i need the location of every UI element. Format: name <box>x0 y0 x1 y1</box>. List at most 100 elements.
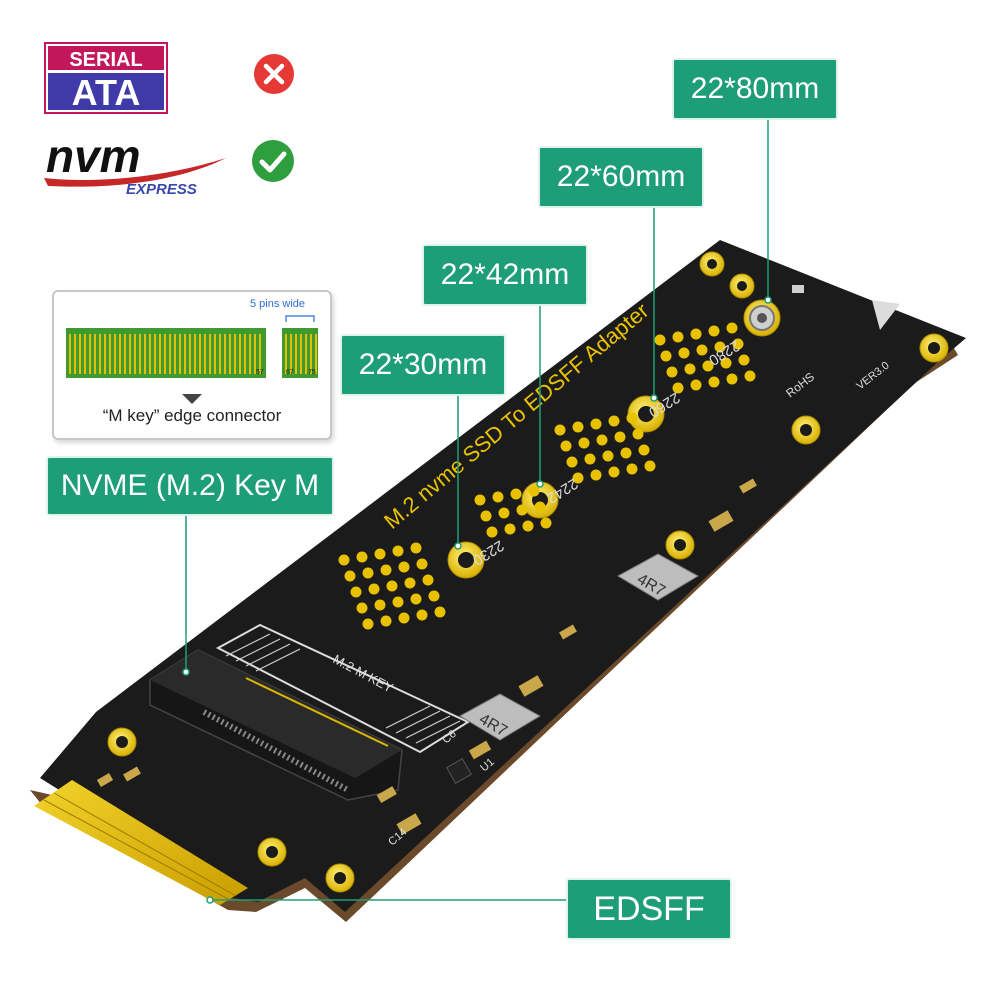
thermal-pad <box>428 590 440 602</box>
thermal-pad <box>492 491 504 503</box>
thermal-pad <box>626 412 638 424</box>
thermal-pad <box>362 618 374 630</box>
thermal-pad <box>726 322 738 334</box>
thermal-pad <box>554 424 566 436</box>
thermal-pad <box>404 577 416 589</box>
callout-2230: 22*30mm <box>340 334 506 396</box>
svg-text:57: 57 <box>256 369 264 376</box>
thermal-pad <box>374 548 386 560</box>
thermal-pad <box>504 523 516 535</box>
thermal-pad <box>474 494 486 506</box>
thermal-pad <box>590 418 602 430</box>
thermal-pad <box>392 545 404 557</box>
svg-text:EXPRESS: EXPRESS <box>126 181 197 198</box>
thermal-pad <box>422 574 434 586</box>
callout-2260: 22*60mm <box>538 146 704 208</box>
callout-2242: 22*42mm <box>422 244 588 306</box>
thermal-pad <box>678 347 690 359</box>
slot-hatching <box>225 633 461 744</box>
thermal-pad <box>714 341 726 353</box>
callout-leader-lines <box>185 118 769 901</box>
callout-2280: 22*80mm <box>672 58 838 120</box>
thermal-pad <box>720 357 732 369</box>
thermal-pad <box>410 542 422 554</box>
thermal-pad <box>738 354 750 366</box>
thermal-pad <box>374 599 386 611</box>
smd-components <box>96 285 804 835</box>
thermal-pad <box>732 338 744 350</box>
check-circle-icon <box>252 140 294 182</box>
thermal-pad <box>696 344 708 356</box>
thermal-pad <box>480 510 492 522</box>
m2-socket-top <box>150 650 402 778</box>
thermal-pad <box>368 583 380 595</box>
thermal-pad <box>572 421 584 433</box>
thermal-pad <box>602 450 614 462</box>
svg-text:75: 75 <box>308 369 316 376</box>
svg-text:67: 67 <box>286 369 294 376</box>
standoff-2280-hole <box>757 313 767 323</box>
thermal-pad <box>510 488 522 500</box>
thermal-pad <box>590 469 602 481</box>
thermal-pad <box>392 596 404 608</box>
callout-leader-dots <box>182 296 772 904</box>
svg-text:nvm: nvm <box>46 132 141 182</box>
inductor-2: 4R7 <box>616 553 700 601</box>
mounting-hole-centers <box>116 259 940 884</box>
thermal-pad <box>356 551 368 563</box>
thermal-pad <box>596 434 608 446</box>
thermal-pad <box>498 507 510 519</box>
thermal-pad <box>620 447 632 459</box>
thermal-pad <box>534 501 546 513</box>
thermal-pad <box>608 466 620 478</box>
thermal-pad <box>666 366 678 378</box>
thermal-pad <box>338 554 350 566</box>
thermal-pad <box>726 373 738 385</box>
thermal-pad <box>486 526 498 538</box>
thermal-pad <box>626 463 638 475</box>
thermal-pad <box>572 472 584 484</box>
thermal-pad <box>416 609 428 621</box>
m2-socket-pins <box>202 677 389 793</box>
thermal-pad <box>350 586 362 598</box>
svg-text:ATA: ATA <box>72 72 141 113</box>
thermal-pad <box>578 437 590 449</box>
thermal-pad <box>708 376 720 388</box>
svg-text:SERIAL: SERIAL <box>69 49 142 71</box>
thermal-pad <box>380 564 392 576</box>
thermal-pad <box>632 428 644 440</box>
thermal-pad <box>566 456 578 468</box>
serial-ata-logo: SERIAL ATA <box>44 42 168 114</box>
slot-outline <box>215 623 471 754</box>
edge-connector-drawing: 57 67 75 <box>66 315 318 378</box>
thermal-pad <box>608 415 620 427</box>
thermal-pad <box>614 431 626 443</box>
m-key-caption: “M key” edge connector <box>102 406 282 425</box>
thermal-pad <box>528 485 540 497</box>
callout-edsff: EDSFF <box>566 878 732 940</box>
thermal-pad <box>344 570 356 582</box>
thermal-pad <box>702 360 714 372</box>
thermal-pad <box>522 520 534 532</box>
thermal-pad <box>380 615 392 627</box>
thermal-pad <box>584 453 596 465</box>
thermal-pad <box>362 567 374 579</box>
nvm-express-logo: nvm EXPRESS <box>44 132 226 198</box>
thermal-pad <box>684 363 696 375</box>
esd-icon <box>872 300 900 330</box>
thermal-pad <box>744 370 756 382</box>
arrow-down-icon <box>182 394 202 404</box>
thermal-pad <box>398 612 410 624</box>
thermal-pad-grids <box>338 322 756 630</box>
pins-wide-label: 5 pins wide <box>250 298 306 310</box>
thermal-pad <box>516 504 528 516</box>
thermal-pad <box>660 350 672 362</box>
callout-key-m: NVME (M.2) Key M <box>46 456 334 516</box>
thermal-pad <box>654 334 666 346</box>
thermal-pad <box>644 460 656 472</box>
thermal-pad <box>540 517 552 529</box>
edge-finger-lines <box>43 792 237 901</box>
thermal-pad <box>690 379 702 391</box>
thermal-pad <box>690 328 702 340</box>
